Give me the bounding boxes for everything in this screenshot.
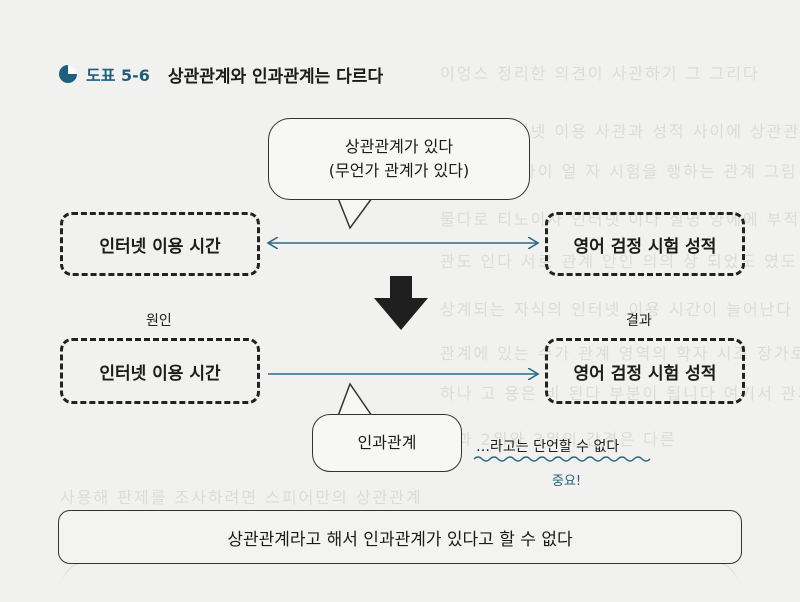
cannot-assert-note: …라고는 단언할 수 없다	[476, 439, 620, 455]
figure-label: 도표 5-6	[86, 66, 150, 85]
bottom-right-box-label: 영어 검정 시험 성적	[573, 363, 717, 384]
important-label: 중요!	[552, 474, 582, 489]
top-left-box: 인터넷 이용 시간	[60, 212, 260, 276]
bottom-left-box: 인터넷 이용 시간	[60, 338, 260, 404]
figure-title: 상관관계와 인과관계는 다르다	[167, 66, 384, 87]
note-underline	[473, 456, 651, 462]
bottom-left-box-label: 인터넷 이용 시간	[99, 363, 221, 384]
summary-box: 상관관계라고 해서 인과관계가 있다고 할 수 없다	[58, 510, 742, 564]
bottom-right-box: 영어 검정 시험 성적	[545, 338, 745, 404]
correlation-bubble: 상관관계가 있다 (무언가 관계가 있다)	[268, 118, 530, 200]
bottom-bubble-tail	[337, 382, 373, 417]
effect-label: 결과	[626, 313, 652, 329]
top-right-box-label: 영어 검정 시험 성적	[573, 236, 717, 257]
figure-header: 도표 5-6 상관관계와 인과관계는 다르다	[58, 62, 384, 87]
top-left-box-label: 인터넷 이용 시간	[99, 236, 221, 257]
correlation-bubble-line1: 상관관계가 있다	[344, 137, 454, 156]
pie-icon	[59, 65, 77, 83]
correlation-bubble-line2: (무언가 관계가 있다)	[328, 161, 470, 180]
causation-bubble-label: 인과관계	[357, 433, 417, 452]
cause-label: 원인	[146, 313, 172, 329]
top-right-box: 영어 검정 시험 성적	[545, 212, 745, 276]
summary-text: 상관관계라고 해서 인과관계가 있다고 할 수 없다	[227, 529, 573, 550]
down-arrow-icon	[374, 276, 428, 330]
top-bubble-tail	[337, 197, 373, 230]
causation-bubble: 인과관계	[312, 414, 462, 472]
